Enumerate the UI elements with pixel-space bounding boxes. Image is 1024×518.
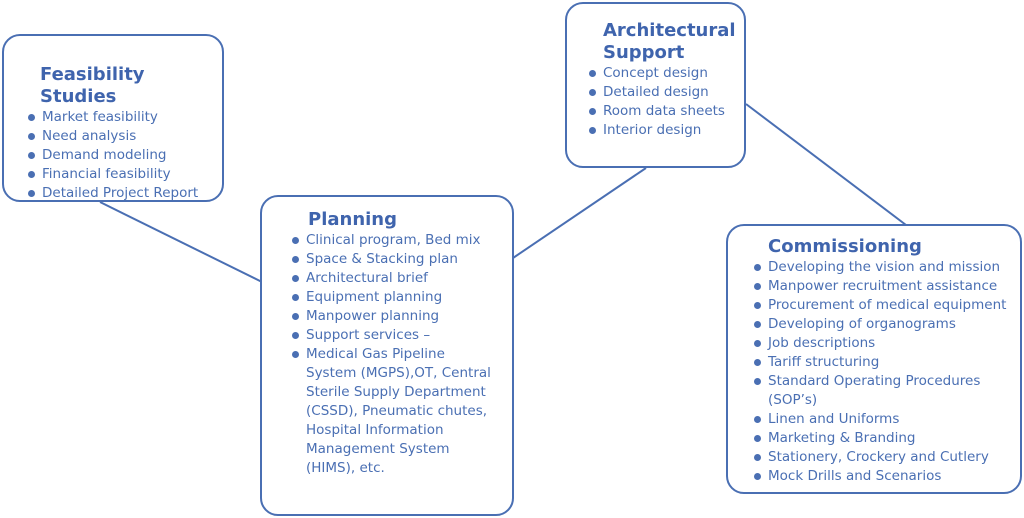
planning-title: Planning bbox=[308, 209, 398, 230]
list-item: Support services – bbox=[290, 326, 504, 345]
list-item: Tariff structuring bbox=[752, 353, 1016, 372]
list-item: Procurement of medical equipment bbox=[752, 296, 1016, 315]
list-item: Room data sheets bbox=[587, 102, 744, 121]
commissioning-list: Developing the vision and mission Manpow… bbox=[752, 258, 1016, 486]
list-item: Developing of organograms bbox=[752, 315, 1016, 334]
list-item: Standard Operating Procedures (SOP’s) bbox=[752, 372, 998, 410]
list-item: Linen and Uniforms bbox=[752, 410, 1016, 429]
planning-box: Planning Clinical program, Bed mix Space… bbox=[260, 195, 514, 516]
connector-planning-architectural bbox=[512, 167, 647, 259]
list-item: Equipment planning bbox=[290, 288, 504, 307]
commissioning-box: Commissioning Developing the vision and … bbox=[726, 224, 1022, 494]
architectural-support-list: Concept design Detailed design Room data… bbox=[587, 64, 744, 140]
list-item: Architectural brief bbox=[290, 269, 504, 288]
feasibility-studies-box: Feasibility Studies Market feasibility N… bbox=[2, 34, 224, 202]
list-item: Developing the vision and mission bbox=[752, 258, 1016, 277]
architectural-support-title-line2: Support bbox=[603, 42, 685, 63]
list-item: Market feasibility bbox=[26, 108, 222, 127]
list-item: Stationery, Crockery and Cutlery bbox=[752, 448, 1016, 467]
list-item: Need analysis bbox=[26, 127, 222, 146]
list-item: Detailed Project Report bbox=[26, 184, 222, 203]
connector-architectural-commissioning bbox=[745, 103, 907, 226]
feasibility-studies-list: Market feasibility Need analysis Demand … bbox=[26, 108, 222, 203]
commissioning-title: Commissioning bbox=[768, 236, 922, 257]
list-item: Demand modeling bbox=[26, 146, 222, 165]
feasibility-studies-title: Feasibility Studies bbox=[40, 64, 145, 107]
architectural-support-box: Architectural Support Concept design Det… bbox=[565, 2, 746, 168]
planning-list: Clinical program, Bed mix Space & Stacki… bbox=[290, 231, 504, 478]
list-item: Manpower recruitment assistance bbox=[752, 277, 1016, 296]
list-item: Financial feasibility bbox=[26, 165, 222, 184]
architectural-support-title-line1: Architectural bbox=[603, 20, 736, 41]
architectural-support-title: Architectural Support bbox=[587, 20, 744, 64]
list-item: Medical Gas Pipeline System (MGPS),OT, C… bbox=[290, 345, 496, 478]
list-item: Marketing & Branding bbox=[752, 429, 1016, 448]
list-item: Job descriptions bbox=[752, 334, 1016, 353]
list-item: Concept design bbox=[587, 64, 744, 83]
list-item: Interior design bbox=[587, 121, 744, 140]
list-item: Mock Drills and Scenarios bbox=[752, 467, 1016, 486]
connector-feasibility-planning bbox=[99, 201, 263, 283]
list-item: Clinical program, Bed mix bbox=[290, 231, 504, 250]
list-item: Space & Stacking plan bbox=[290, 250, 504, 269]
list-item: Detailed design bbox=[587, 83, 744, 102]
list-item: Manpower planning bbox=[290, 307, 504, 326]
